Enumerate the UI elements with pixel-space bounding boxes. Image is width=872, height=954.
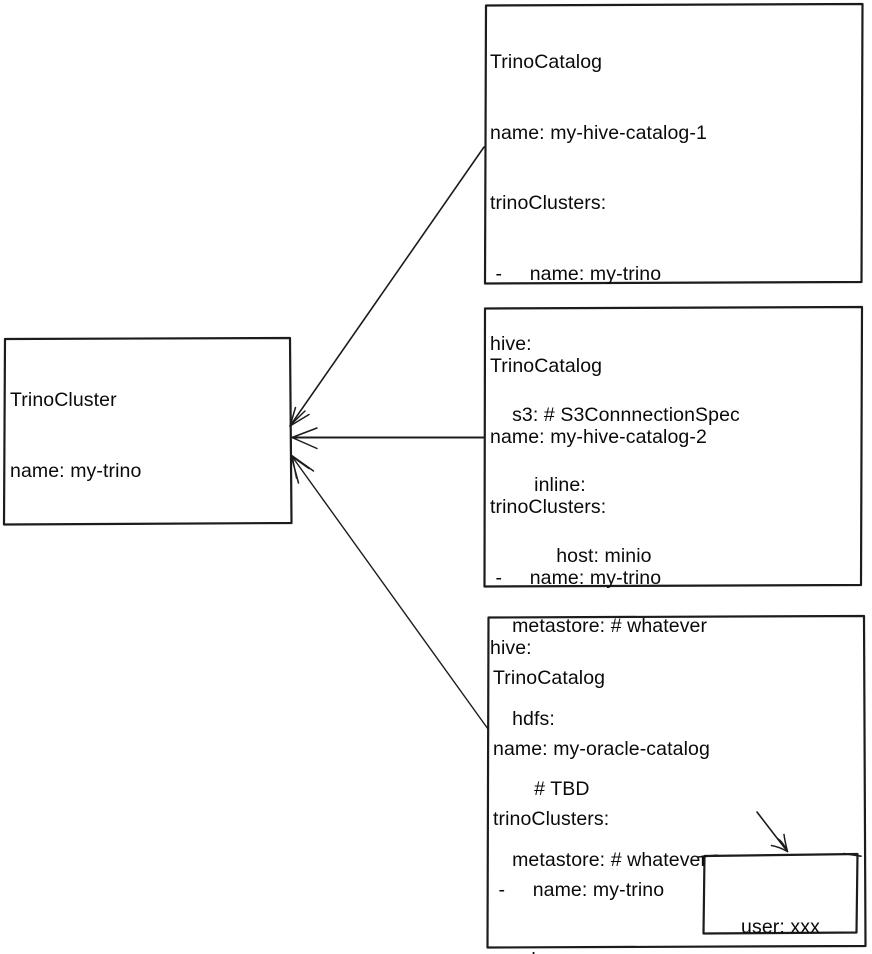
text-line: hive: xyxy=(490,333,532,355)
trino-cluster-box-outline xyxy=(2,336,293,526)
catalog-3-label: TrinoCatalog name: my-oracle-catalog tri… xyxy=(493,620,838,954)
catalog-2-label: TrinoCatalog name: my-hive-catalog-2 tri… xyxy=(490,308,707,919)
secret-box-outline xyxy=(702,852,859,935)
text-line: metastore: # whatever xyxy=(490,615,708,637)
secret-box-sketch-overshoot xyxy=(697,852,862,858)
text-line: name: my-trino xyxy=(10,459,142,482)
text-line: TrinoCatalog xyxy=(493,667,606,689)
text-line: name: my-hive-catalog-1 xyxy=(490,121,707,144)
text-line: user: xxx xyxy=(741,916,820,938)
text-line: trinoClusters: xyxy=(490,192,607,214)
text-line: name: my-oracle-catalog xyxy=(493,737,710,760)
text-line: hdfs: xyxy=(490,707,555,730)
text-line: inline: xyxy=(490,474,586,496)
text-line: - name: my-trino xyxy=(490,566,662,589)
text-line: hive: xyxy=(490,637,532,659)
text-line: name: my-hive-catalog-2 xyxy=(490,425,707,448)
text-line: host: minio xyxy=(490,544,652,567)
connector-catalog3-arrowhead xyxy=(290,454,315,484)
catalog-box-2-outline xyxy=(483,305,864,588)
text-line: trinoClusters: xyxy=(493,808,610,830)
catalog-box-3-outline xyxy=(486,614,867,949)
text-line: - name: my-trino xyxy=(490,262,662,285)
connector-catalog2-arrowhead xyxy=(291,427,318,450)
connector-catalog1-line xyxy=(289,146,485,427)
text-line: metastore: # whatever xyxy=(490,848,708,871)
trino-cluster-label: TrinoCluster name: my-trino xyxy=(10,342,141,530)
secret-arrow-arrowhead xyxy=(770,833,789,853)
text-line: trinoClusters: xyxy=(490,496,607,518)
text-line: s3: # S3ConnnectionSpec xyxy=(490,403,740,426)
text-line: # TBD xyxy=(490,778,590,800)
text-line: - name: my-trino xyxy=(493,878,665,901)
connector-catalog1-arrowhead xyxy=(289,406,310,427)
text-line: oracle: xyxy=(493,949,838,954)
text-line: TrinoCatalog xyxy=(490,355,603,377)
secret-label: user: xxx password: xxx xyxy=(704,869,857,954)
connector-catalog3-line xyxy=(290,454,489,730)
text-line: TrinoCluster xyxy=(10,389,117,411)
text-line: TrinoCatalog xyxy=(490,51,603,73)
catalog-1-label: TrinoCatalog name: my-hive-catalog-1 tri… xyxy=(490,4,740,686)
catalog-box-1-outline xyxy=(483,2,864,285)
